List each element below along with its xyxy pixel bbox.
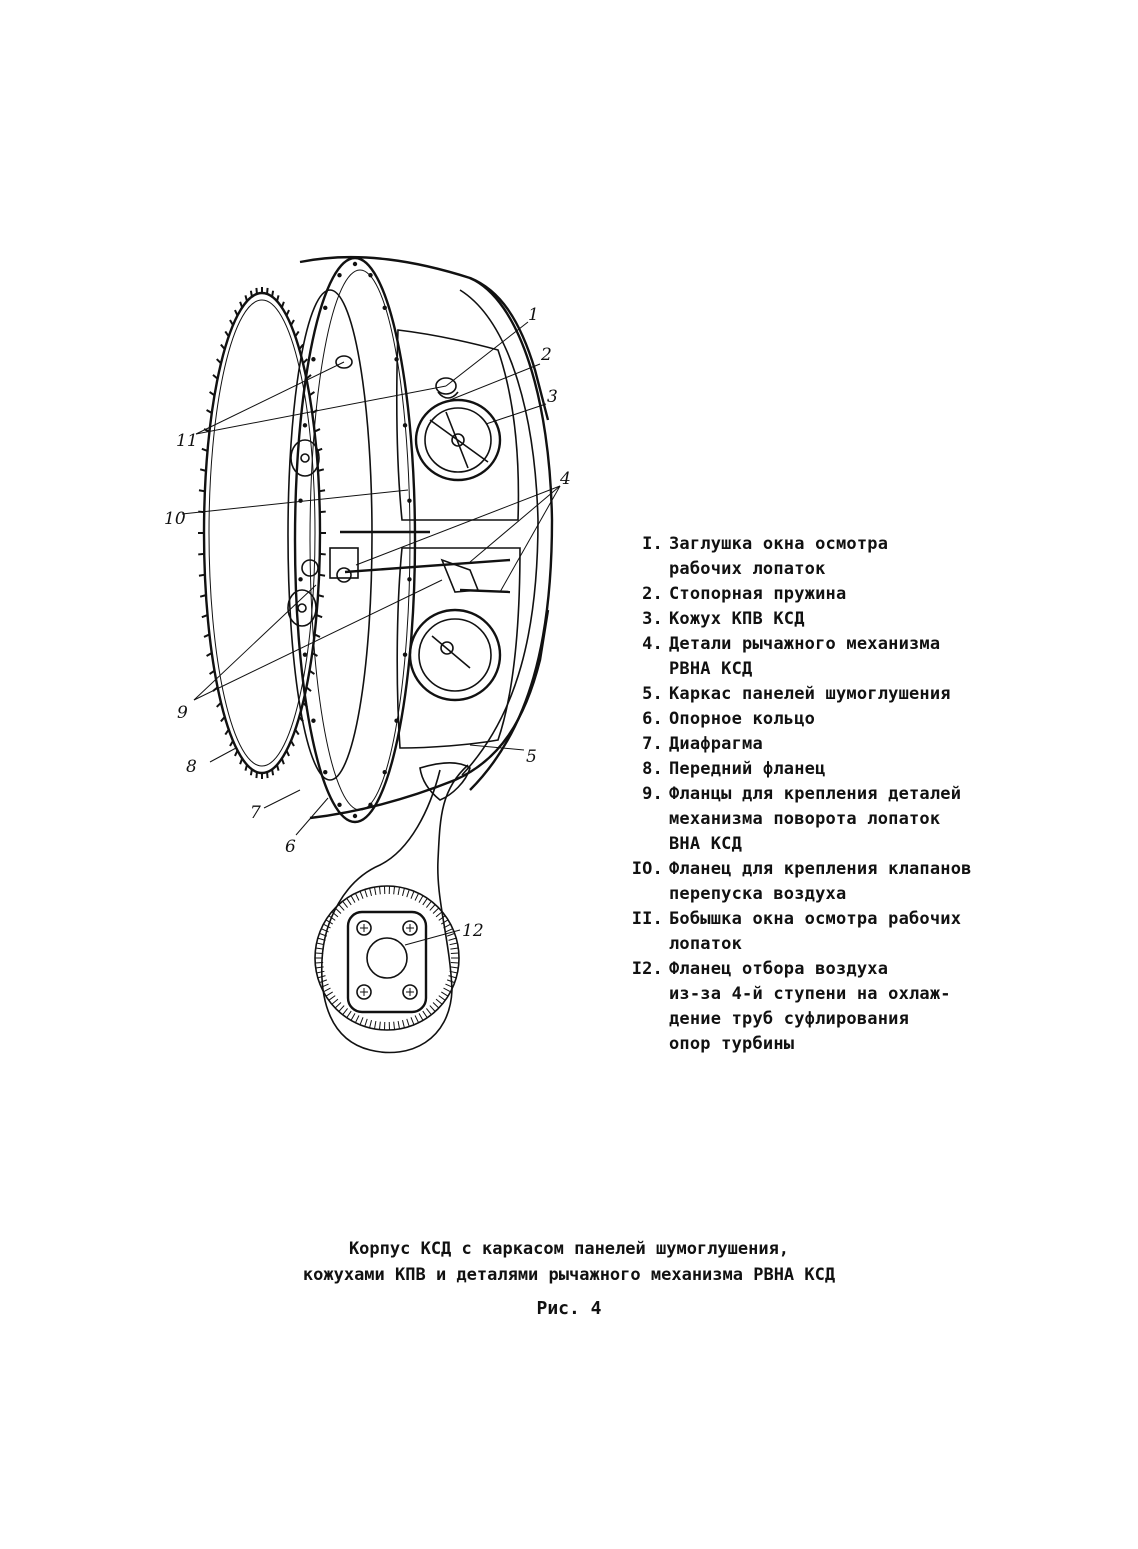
legend-number: 6. [642, 709, 663, 729]
legend-text: Каркас панелей шумоглушения [669, 684, 951, 704]
handwheel-lower [287, 589, 317, 627]
leader-lines [181, 321, 561, 946]
legend-item: 7. Диафрагма [616, 732, 1036, 757]
front-flange [202, 291, 322, 775]
legend-number: 2. [642, 584, 663, 604]
legend-number: 9. [642, 784, 663, 804]
legend-text: Фланец для крепления клапанов перепуска … [669, 859, 972, 904]
callout-1: 1 [528, 305, 539, 325]
legend-item: 4. Детали рычажного механизма РВНА КСД [616, 632, 1036, 682]
diaphragm [287, 289, 373, 781]
detail-bubble-12 [314, 764, 469, 1054]
callout-10: 10 [164, 509, 186, 529]
figure-caption: Корпус КСД с каркасом панелей шумоглушен… [0, 1236, 1138, 1288]
legend-item: 9. Фланцы для крепления деталей механизма… [616, 782, 1036, 857]
legend-number: I. [642, 534, 663, 554]
legend-text: Фланцы для крепления деталей механизма п… [669, 784, 962, 854]
lever-mechanism [301, 530, 511, 594]
legend-text: Передний фланец [669, 759, 826, 779]
callout-6: 6 [285, 837, 296, 857]
callout-12: 12 [462, 921, 484, 941]
callout-numbers: 1 2 3 4 5 6 7 8 9 10 11 12 [164, 305, 571, 941]
panel-frame-upper [396, 329, 520, 521]
housing-illustration [198, 255, 554, 824]
parts-legend: I. Заглушка окна осмотра рабочих лопаток 2… [616, 532, 1036, 1057]
legend-item: 3. Кожух КПВ КСД [616, 607, 1036, 632]
callout-4: 4 [559, 469, 571, 489]
kpv-cover-upper [414, 398, 502, 482]
bleed-flange-base [419, 761, 471, 801]
kpv-cover-lower [408, 608, 502, 702]
housing-rear-contour [469, 276, 554, 791]
inspection-boss [335, 355, 353, 369]
callout-9: 9 [177, 703, 188, 723]
legend-number: 4. [642, 634, 663, 654]
legend-item: 5. Каркас панелей шумоглушения [616, 682, 1036, 707]
housing-bottom-edge [309, 609, 550, 820]
legend-item: I. Заглушка окна осмотра рабочих лопаток [616, 532, 1036, 582]
legend-item: 8. Передний фланец [616, 757, 1036, 782]
legend-text: Заглушка окна осмотра рабочих лопаток [669, 534, 889, 579]
legend-number: 8. [642, 759, 663, 779]
legend-text: Детали рычажного механизма РВНА КСД [669, 634, 941, 679]
legend-number: 3. [642, 609, 663, 629]
caption-line-2: кожухами КПВ и деталями рычажного механи… [302, 1265, 836, 1285]
callout-3: 3 [547, 387, 558, 407]
legend-text: Опорное кольцо [669, 709, 816, 729]
legend-item: II. Бобышка окна осмотра рабочих лопаток [616, 907, 1036, 957]
legend-number: I2. [631, 959, 663, 979]
legend-number: IO. [631, 859, 663, 879]
figure-label: Рис. 4 [536, 1298, 602, 1319]
legend-text: Фланец отбора воздуха из-за 4-й ступени … [669, 959, 951, 1054]
callout-7: 7 [250, 803, 261, 823]
callout-11: 11 [176, 431, 198, 451]
panel-frame-lower [396, 547, 521, 749]
legend-number: II. [631, 909, 663, 929]
callout-2: 2 [540, 345, 552, 365]
legend-text: Бобышка окна осмотра рабочих лопаток [669, 909, 962, 954]
legend-number: 7. [642, 734, 663, 754]
legend-item: I2. Фланец отбора воздуха из-за 4-й ступе… [616, 957, 1036, 1057]
legend-text: Кожух КПВ КСД [669, 609, 805, 629]
legend-text: Стопорная пружина [669, 584, 847, 604]
callout-5: 5 [526, 747, 537, 767]
legend-item: 6. Опорное кольцо [616, 707, 1036, 732]
legend-item: IO. Фланец для крепления клапанов перепус… [616, 857, 1036, 907]
handwheel-upper [290, 439, 320, 477]
support-ring-holes [298, 261, 412, 819]
square-flange [346, 910, 428, 1014]
legend-text: Диафрагма [669, 734, 763, 754]
legend-item: 2. Стопорная пружина [616, 582, 1036, 607]
legend-number: 5. [642, 684, 663, 704]
caption-line-1: Корпус КСД с каркасом панелей шумоглушен… [348, 1239, 790, 1259]
callout-8: 8 [186, 757, 197, 777]
inspection-plug [435, 377, 459, 399]
housing-top-edge [299, 255, 550, 421]
